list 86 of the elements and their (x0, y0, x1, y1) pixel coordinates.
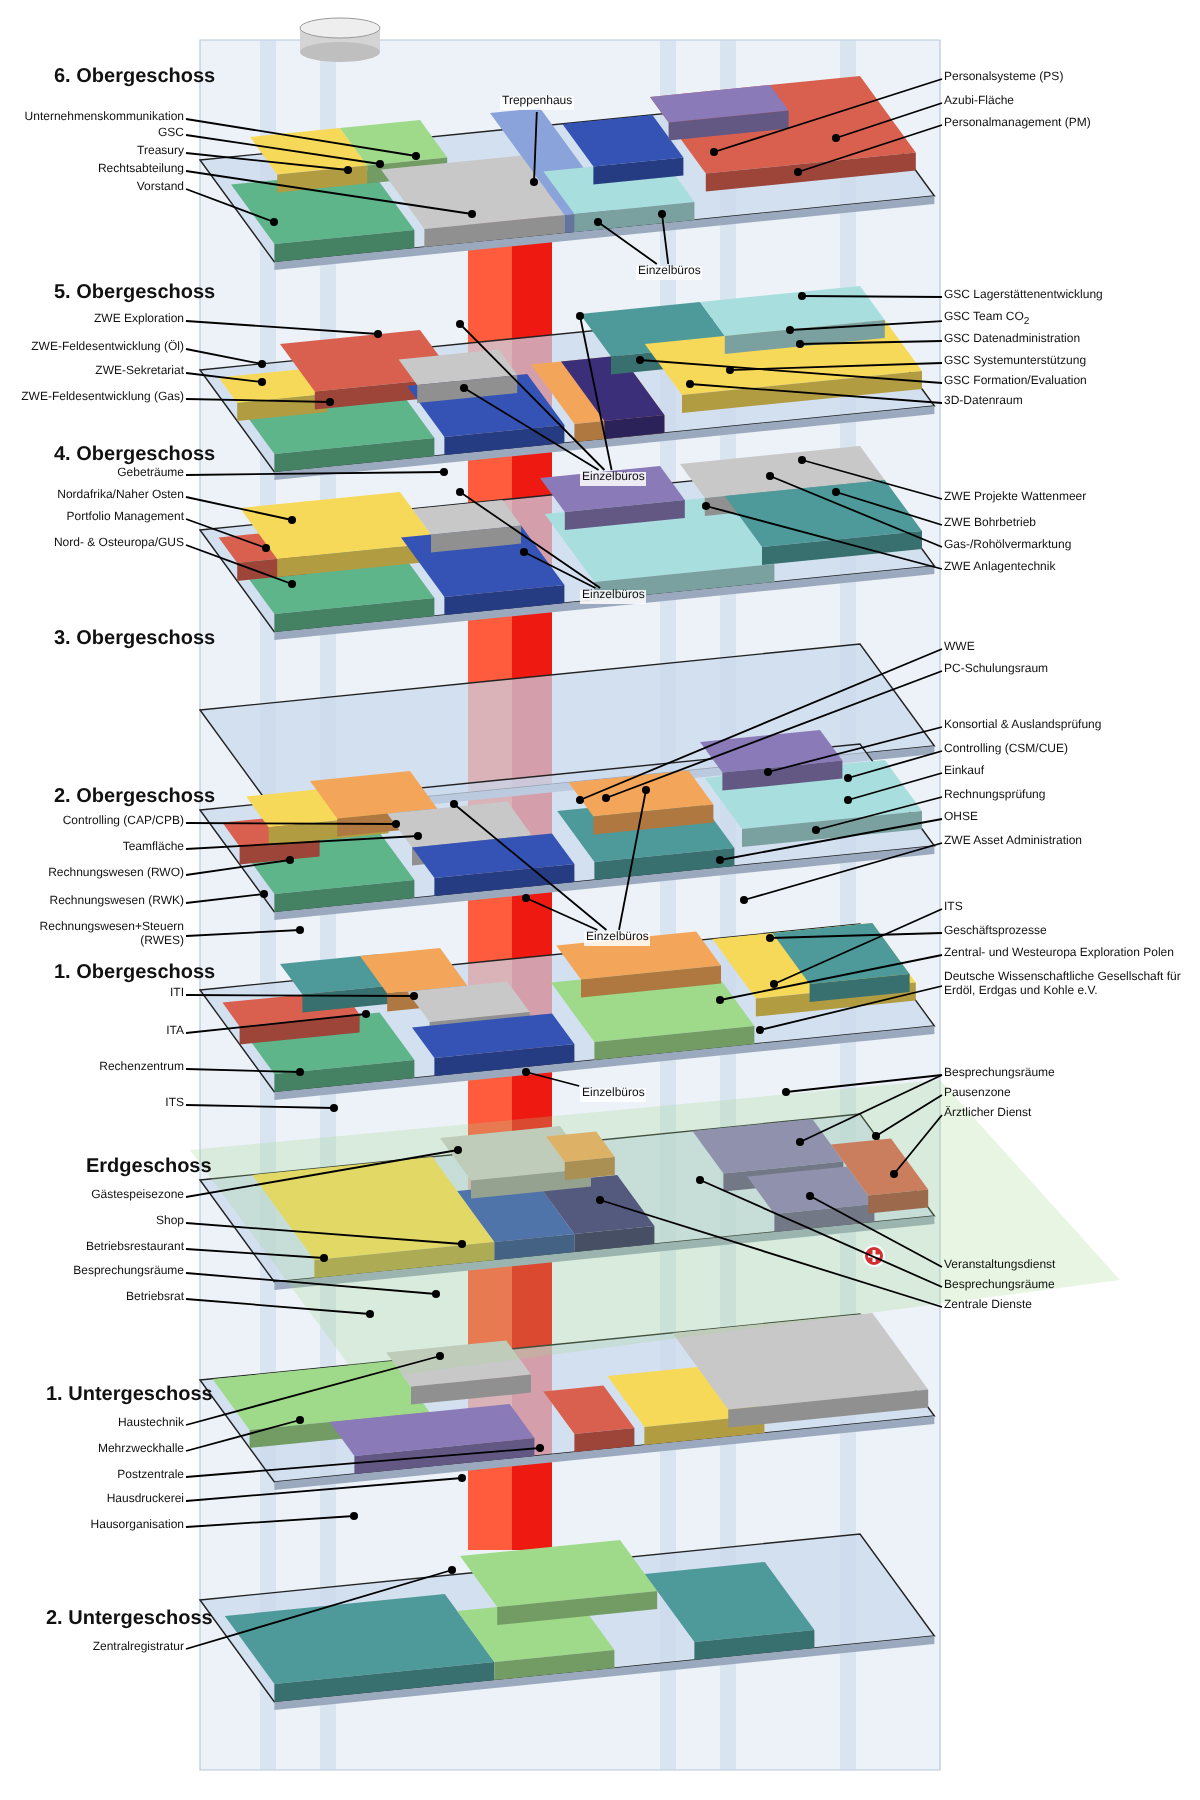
leader-line (576, 648, 943, 804)
leader-line (185, 890, 268, 904)
leader-line (716, 954, 943, 1004)
leader-line (456, 320, 606, 471)
leader-line (796, 1074, 943, 1146)
floor-heading: 5. Obergeschoss (54, 282, 216, 304)
leader-line (185, 372, 266, 386)
leader-line (832, 488, 943, 526)
leader-line (522, 894, 599, 931)
leader-line (185, 348, 266, 368)
leader-line (702, 502, 943, 570)
leader-line (844, 772, 943, 804)
leader-line (185, 518, 270, 552)
floor-heading: 6. Obergeschoss (54, 66, 216, 88)
leader-line (770, 908, 943, 988)
floor-heading: 3. Obergeschoss (54, 628, 216, 650)
leader-line (716, 818, 943, 864)
leader-line (726, 362, 943, 374)
leader-line (798, 456, 943, 500)
leader-line (766, 472, 943, 548)
leader-line (618, 786, 650, 931)
leader-line (185, 1272, 440, 1298)
leader-line (636, 356, 943, 384)
leader-line (185, 118, 420, 160)
leader-line (522, 1068, 581, 1087)
leader-line (450, 800, 608, 931)
leader-line (185, 926, 304, 937)
leader-line (185, 468, 448, 476)
leader-line (594, 218, 658, 265)
leader-line (832, 102, 943, 142)
leader-line (185, 152, 352, 174)
leader-line (185, 856, 294, 876)
leader-line (520, 548, 597, 589)
leader-line (185, 398, 334, 406)
leader-line (576, 312, 613, 471)
floor-heading: 4. Obergeschoss (54, 444, 216, 466)
leader-line (890, 1114, 943, 1178)
leader-line (658, 210, 670, 265)
leader-line (185, 1222, 466, 1248)
leader-line (185, 188, 278, 226)
leader-line (185, 1566, 456, 1650)
leader-line (185, 1298, 374, 1318)
leader-line (806, 1192, 943, 1268)
leader-line (185, 134, 384, 168)
leader-line (596, 1196, 943, 1308)
leader-line (185, 170, 476, 218)
leader-line (602, 670, 943, 802)
leader-line (185, 1146, 462, 1198)
leader-line (185, 1416, 304, 1452)
leader-line (796, 340, 943, 348)
floor-heading: 2. Obergeschoss (54, 786, 216, 808)
floor-heading: 2. Untergeschoss (46, 1608, 213, 1630)
leader-line (185, 1352, 444, 1426)
leader-line (798, 292, 943, 300)
leader-line (185, 1104, 338, 1112)
leader-line (185, 1248, 328, 1262)
floor-heading: 1. Obergeschoss (54, 962, 216, 984)
leader-line (812, 796, 943, 834)
leader-line (185, 1010, 370, 1034)
leader-line (185, 992, 418, 1000)
leader-line (185, 1474, 466, 1502)
leader-line (530, 111, 538, 186)
leader-line (740, 842, 943, 904)
leader-line (710, 78, 943, 156)
leader-line (185, 820, 400, 828)
leader-line (844, 750, 943, 782)
leader-line (686, 380, 943, 404)
leader-line (872, 1094, 943, 1140)
leader-line (185, 1444, 544, 1478)
leader-line (696, 1176, 943, 1288)
leader-line (185, 1512, 358, 1528)
leader-line (185, 496, 296, 524)
leader-line (786, 320, 943, 334)
leader-line (185, 544, 296, 588)
leader-line (185, 320, 382, 338)
floor-heading: 1. Untergeschoss (46, 1384, 213, 1406)
floor-heading: Erdgeschoss (86, 1156, 212, 1178)
leader-line (782, 1074, 943, 1096)
leader-line (185, 1068, 304, 1076)
leader-line (756, 985, 943, 1034)
leader-line (456, 488, 602, 589)
leader-line (460, 384, 600, 471)
leader-line (764, 726, 943, 776)
leader-line (185, 832, 422, 850)
leader-line (794, 124, 943, 176)
leader-line (766, 932, 943, 942)
